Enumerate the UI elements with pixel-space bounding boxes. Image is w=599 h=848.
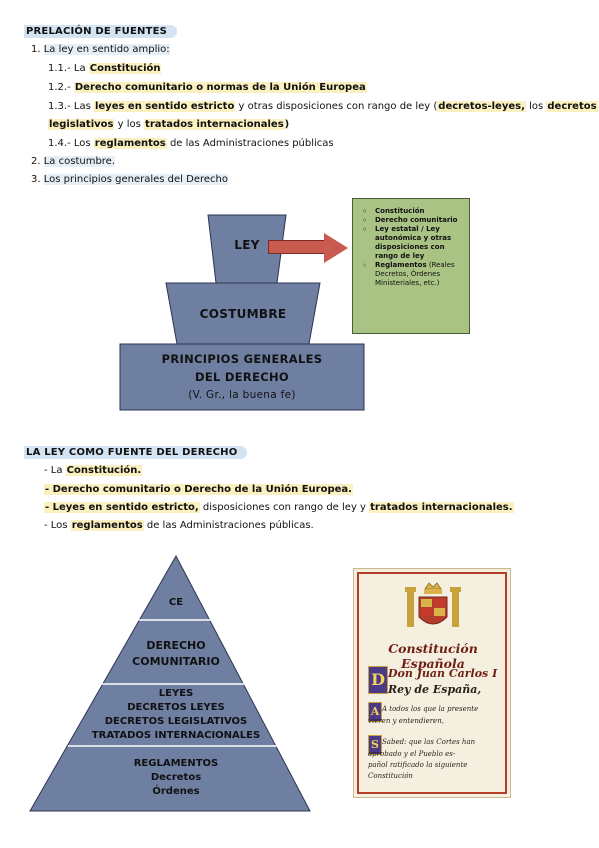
s2-item-derecho-comunitario: - Derecho comunitario o Derecho de la Un… [44,484,353,495]
initial-a-icon: A [368,702,382,722]
hierarchy-ce: CE [168,597,184,608]
ley-detail-box: Constitución Derecho comunitario Ley est… [352,198,470,334]
hierarchy-leyes-2: DECRETOS LEYES [127,702,225,713]
hierarchy-leyes-1: LEYES [158,688,194,699]
coat-of-arms-icon [405,582,461,627]
principios-label-3: (V. Gr., la buena fe) [188,389,296,401]
item-1-4: 1.4.- Los reglamentos de las Administrac… [48,138,334,149]
sources-pyramid [119,214,365,411]
constitution-line-6: aprobado y el Pueblo es- [368,750,456,758]
hierarchy-pyramid [29,554,311,812]
box-item-reglamentos: Reglamentos (Reales Decretos, Órdenes Mi… [362,261,463,288]
hierarchy-leyes-3: DECRETOS LEGISLATIVOS [104,716,248,727]
constitution-line-4: vieren y entendieren, [368,717,444,725]
ley-label: LEY [234,238,260,252]
hierarchy-reglamentos-3: Órdenes [152,786,200,797]
constitution-line-1: Don Juan Carlos I [388,667,498,680]
constitution-title: Constitución Española [388,641,478,671]
initial-s-icon: S [368,735,382,755]
constitution-border [357,572,507,794]
constitution-line-8: Constitución [368,772,413,780]
constitution-line-5: Sabed: que las Cortes han [382,738,476,746]
section-title-prelacion: PRELACIÓN DE FUENTES [24,25,178,38]
initial-d-icon: D [368,666,388,694]
pyramid-bottom-principios [119,343,365,411]
hierarchy-reglamentos-2: Decretos [150,772,202,783]
item-1: 1. La ley en sentido amplio: [31,44,170,55]
s2-item-leyes: - Leyes en sentido estricto, disposicion… [44,502,514,513]
item-1-1: 1.1.- La Constitución [48,63,162,74]
section-title-ley-fuente: LA LEY COMO FUENTE DEL DERECHO [24,446,248,459]
item-2: 2. La costumbre. [31,156,116,167]
constitution-image: Constitución Española D Don Juan Carlos … [353,568,511,798]
costumbre-label: COSTUMBRE [199,307,287,321]
hierarchy-leyes-4: TRATADOS INTERNACIONALES [91,730,261,741]
arrow-icon [268,240,326,254]
constitution-line-2: Rey de España, [388,683,482,696]
item-1-2: 1.2.- Derecho comunitario o normas de la… [48,82,367,93]
principios-label-1: PRINCIPIOS GENERALES [161,352,323,366]
constitution-line-7: pañol ratificado la siguiente [368,761,468,769]
hierarchy-derecho-1: DERECHO [146,639,206,652]
s2-item-constitucion: - La Constitución. [44,465,143,476]
item-3: 3. Los principios generales del Derecho [31,174,228,185]
box-item-constitucion: Constitución [362,207,463,216]
hierarchy-derecho-2: COMUNITARIO [132,655,220,668]
arrow-head-icon [324,233,348,263]
constitution-line-3: A todos los que la presente [382,705,479,713]
item-1-3-cont: legislativos y los tratados internaciona… [48,119,290,130]
hierarchy-reglamentos-1: REGLAMENTOS [133,758,219,769]
box-item-ley-estatal: Ley estatal / Ley autonómica y otras dis… [362,225,463,261]
principios-label-2: DEL DERECHO [195,370,289,384]
item-1-3: 1.3.- Las leyes en sentido estricto y ot… [48,101,598,112]
s2-item-reglamentos: - Los reglamentos de las Administracione… [44,520,314,531]
box-item-derecho-comunitario: Derecho comunitario [362,216,463,225]
